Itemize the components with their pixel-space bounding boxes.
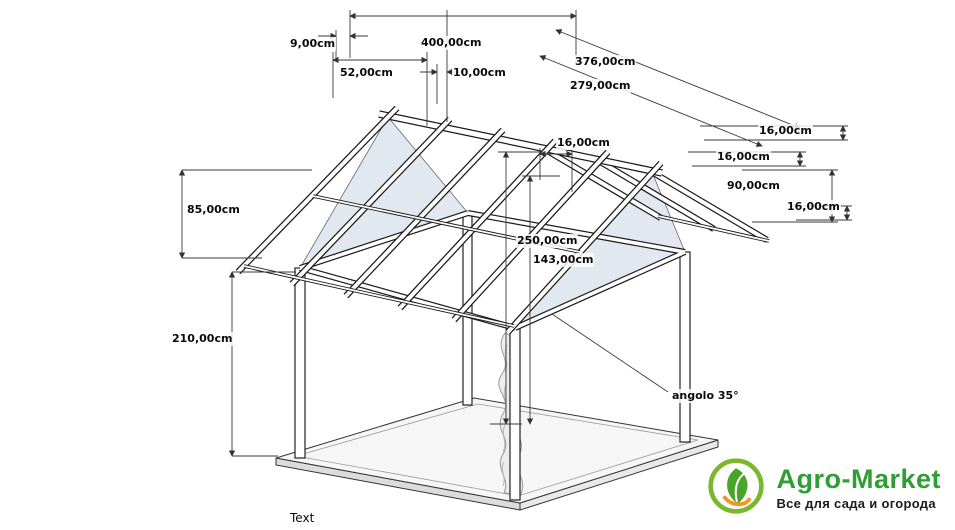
dim-label-52cm: 52,00cm [339, 66, 394, 80]
dim-label-16cm-mid: 16,00cm [556, 136, 611, 150]
rafters-front-slope [235, 105, 664, 335]
caption-text: Text [289, 511, 316, 526]
platform-base [275, 397, 719, 511]
ridge-beam [378, 110, 663, 177]
dim-label-250cm: 250,00cm [516, 234, 579, 248]
dim-label-9cm: 9,00cm [289, 37, 337, 51]
dim-label-16cm-c: 16,00cm [786, 200, 841, 214]
dim-label-143cm: 143,00cm [532, 253, 595, 267]
dim-label-376cm: 376,00cm [574, 55, 637, 69]
angle-label: angolo 35° [671, 389, 740, 403]
dim-label-279cm: 279,00cm [569, 79, 632, 93]
leaf-icon [706, 456, 766, 520]
dim-label-90cm: 90,00cm [726, 179, 781, 193]
logo-tagline-text: Все для сада и огорода [776, 495, 936, 511]
dim-label-16cm-a: 16,00cm [758, 124, 813, 138]
logo-brand-text: Agro-Market [776, 464, 941, 495]
dim-label-210cm: 210,00cm [171, 332, 234, 346]
dim-label-16cm-b: 16,00cm [716, 150, 771, 164]
rafters-right-slope [544, 147, 769, 243]
dim-label-10cm: 10,00cm [452, 66, 507, 80]
dim-label-400cm: 400,00cm [420, 36, 483, 50]
agro-market-logo: Agro-Market Все для сада и огорода [702, 454, 945, 522]
dim-label-85cm: 85,00cm [186, 203, 241, 217]
